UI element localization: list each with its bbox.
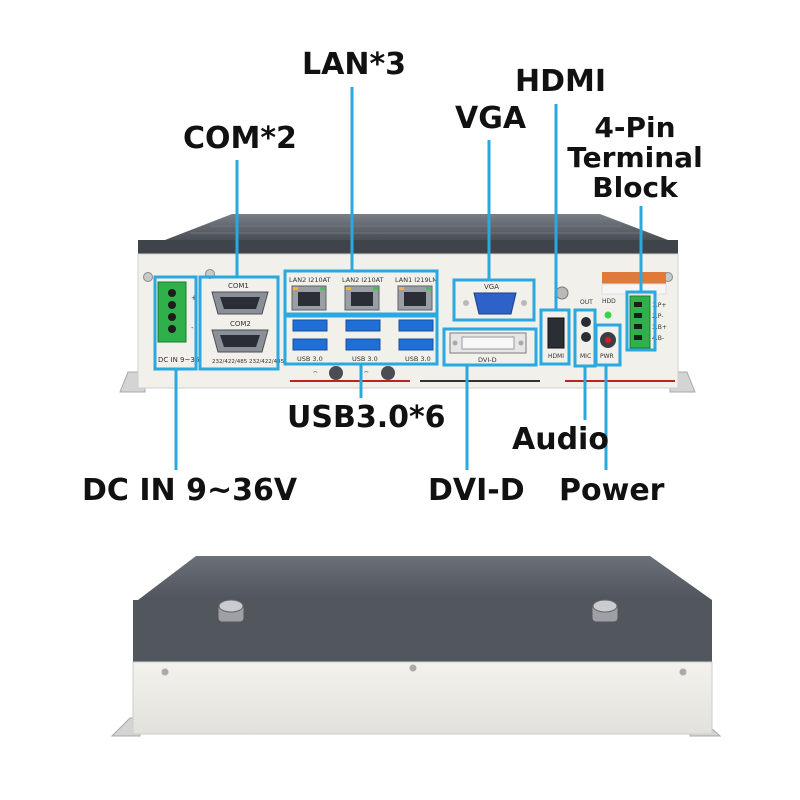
hdd-led [604,311,612,319]
com1-label: COM1 [228,282,249,290]
term-pin3-label: 3.B+ [652,324,667,331]
lan-port-3 [397,285,433,311]
usb-port-5 [345,338,381,351]
term-pin4-label: 4.B- [652,335,664,342]
dc-plus-label: + [191,294,197,302]
terminal-callout-line3: Block [592,171,678,205]
power-box [594,323,622,367]
audio-out-label: OUT [580,299,593,306]
hdmi-panel-label: HDMI [548,353,564,360]
terminal-callout-line2: Terminal [567,141,703,175]
audio-out-jack [581,317,591,327]
mic-label: MIC [580,353,591,360]
dvi-panel-label: DVI-D [478,356,497,364]
com-box [198,275,280,371]
com2-label: COM2 [230,320,251,328]
dc-minus-label: - [191,324,194,332]
mic-jack [581,332,591,342]
rear-body [132,661,713,735]
pwr-label: PWR [600,353,614,360]
audio-callout: Audio [512,422,609,457]
hdd-label: HDD [602,298,616,305]
dc-in-panel-label: DC IN 9~36 [158,356,200,364]
usb-label-2: USB 3.0 [352,355,378,363]
lan-port-1 [291,285,327,311]
usb-label-3: USB 3.0 [405,355,431,363]
usb-callout: USB3.0*6 [287,400,446,435]
dc-in-callout: DC IN 9~36V [82,473,298,508]
vga-port [473,292,517,315]
terminal-callout-line1: 4-Pin [594,111,676,144]
rear-screw-left [217,599,245,623]
lan-port-2 [344,285,380,311]
terminal-callout: 4-Pin Terminal Block [560,111,710,205]
term-pin2-label: 2.P- [652,313,663,320]
rear-heatsink-top [138,556,712,600]
lan-mid-label: LAN2 I210AT [342,276,384,284]
com-mode-label: 232/422/485 232/422/485 [212,359,285,365]
svg-text:⌔: ⌔ [363,370,370,378]
rear-view-device [110,556,722,737]
power-callout: Power [559,473,665,508]
vga-panel-label: VGA [484,283,499,291]
top-heatsink [165,214,668,240]
rear-screw-right [591,599,619,623]
lan2-label: LAN2 I210AT [289,276,331,284]
lan-box [283,269,439,316]
lan-callout: LAN*3 [302,47,407,82]
usb-port-2 [345,319,381,332]
com-callout: COM*2 [183,121,297,156]
callout-markers [153,87,657,470]
usb-port-4 [292,338,328,351]
usb-port-1 [292,319,328,332]
svg-text:⌔: ⌔ [312,370,319,378]
vga-callout: VGA [455,101,527,136]
vga-box [452,278,536,322]
front-panel-device: + - DC IN 9~36 COM1 COM2 232/422/485 232… [119,214,696,393]
usb-port-6 [398,338,434,351]
term-pin1-label: 1.P+ [652,302,666,309]
hdmi-callout: HDMI [515,64,607,99]
lan1-label: LAN1 I219LM [395,276,438,284]
usb-port-3 [398,319,434,332]
hdmi-port [547,317,565,349]
usb-label-1: USB 3.0 [297,355,323,363]
dvi-callout: DVI-D [428,473,525,508]
heatsink-edge [138,240,678,254]
dvi-box [442,327,538,367]
